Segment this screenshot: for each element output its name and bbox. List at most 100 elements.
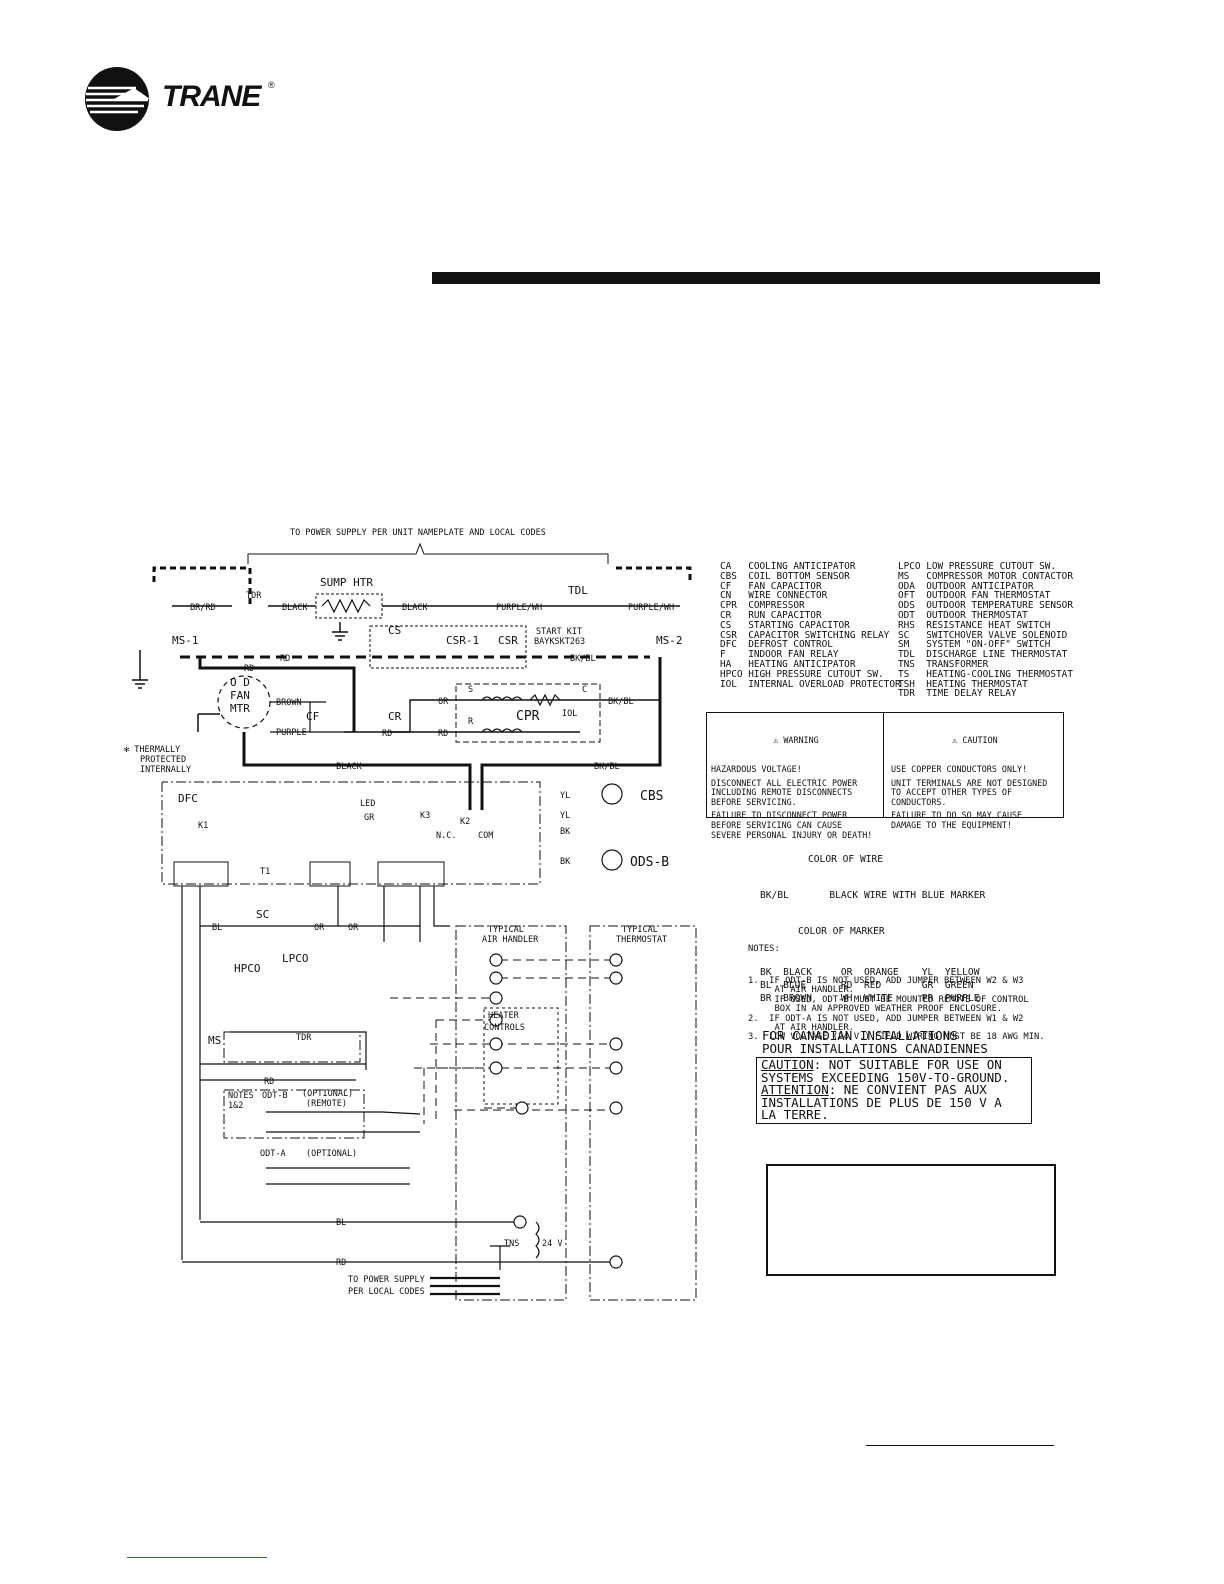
svg-text:FAN: FAN xyxy=(230,689,250,702)
notice-line: TO ACCEPT OTHER TYPES OF xyxy=(891,787,1013,798)
abbreviation-legend-right: LPCO LOW PRESSURE CUTOUT SW.MS COMPRESSO… xyxy=(898,562,1073,699)
notice-line: CONDUCTORS. xyxy=(891,796,947,807)
svg-text:BK: BK xyxy=(560,827,571,837)
svg-text:OR: OR xyxy=(348,923,359,933)
canadian-installations: FOR CANADIAN INSTALLATIONS POUR INSTALLA… xyxy=(756,1029,1052,1124)
svg-text:YL: YL xyxy=(560,811,570,821)
svg-text:TYPICAL: TYPICAL xyxy=(622,925,658,935)
footer-rule-right xyxy=(866,1445,1054,1446)
legend-item: HA HEATING ANTICIPATOR xyxy=(720,658,856,670)
dfc-label: DFC xyxy=(178,792,198,805)
warning-panel: ⚠ WARNING HAZARDOUS VOLTAGE!DISCONNECT A… xyxy=(711,717,881,859)
legend-item: SC SWITCHOVER VALVE SOLENOID xyxy=(898,629,1068,641)
svg-text:HEATER: HEATER xyxy=(488,1011,520,1021)
svg-text:MS: MS xyxy=(208,1034,221,1047)
legend-item: ODT OUTDOOR THERMOSTAT xyxy=(898,609,1028,621)
warning-icon: ⚠ xyxy=(773,735,779,746)
notice-line: BEFORE SERVICING. xyxy=(711,796,797,807)
registered-mark: ® xyxy=(268,80,275,90)
svg-text:BLACK: BLACK xyxy=(402,603,428,613)
svg-text:CR: CR xyxy=(388,710,402,723)
wire-color-key: COLOR OF WIRE BK/BL BLACK WIRE WITH BLUE… xyxy=(760,830,1060,1017)
note-item: 3. LOW VOLTAGE (24 V.) FIELD WIRING MUST… xyxy=(748,1032,1045,1043)
cbs-label: CBS xyxy=(640,789,663,804)
svg-text:(OPTIONAL): (OPTIONAL) xyxy=(302,1089,353,1099)
svg-text:START KIT: START KIT xyxy=(536,627,582,637)
svg-text:C: C xyxy=(582,685,587,695)
trane-globe-icon xyxy=(85,67,150,131)
svg-text:OR: OR xyxy=(438,697,449,707)
svg-text:RD: RD xyxy=(438,729,448,739)
svg-text:PURPLE: PURPLE xyxy=(276,728,307,738)
svg-text:BK: BK xyxy=(560,857,571,867)
svg-text:✻ THERMALLY: ✻ THERMALLY xyxy=(124,745,180,755)
svg-text:THERMOSTAT: THERMOSTAT xyxy=(616,935,667,945)
wiring-diagram: TO POWER SUPPLY PER UNIT NAMEPLATE AND L… xyxy=(124,528,697,1301)
svg-text:1&2: 1&2 xyxy=(228,1101,243,1111)
ms1-label: MS-1 xyxy=(172,634,199,647)
svg-text:PROTECTED: PROTECTED xyxy=(140,755,186,765)
legend-item: CBS COIL BOTTOM SENSOR xyxy=(720,570,850,582)
svg-text:K2: K2 xyxy=(460,817,470,827)
legend-item: TS HEATING-COOLING THERMOSTAT xyxy=(898,668,1073,680)
warning-caution-box: ⚠ WARNING HAZARDOUS VOLTAGE!DISCONNECT A… xyxy=(706,712,1064,839)
legend-item: DFC DEFROST CONTROL xyxy=(720,639,833,651)
sump-htr-label: SUMP HTR xyxy=(320,576,373,589)
svg-text:BLACK: BLACK xyxy=(336,762,362,772)
svg-text:BK/BL: BK/BL xyxy=(608,697,634,707)
legend-item: ODS OUTDOOR TEMPERATURE SENSOR xyxy=(898,600,1073,612)
svg-text:PURPLE/WH: PURPLE/WH xyxy=(496,603,542,613)
svg-text:LED: LED xyxy=(360,799,375,809)
ms2-label: MS-2 xyxy=(656,634,683,647)
notice-line: FAILURE TO DO SO MAY CAUSE xyxy=(891,810,1023,821)
svg-text:SC: SC xyxy=(256,908,269,921)
svg-text:BK/BL: BK/BL xyxy=(594,762,620,772)
svg-text:RD: RD xyxy=(264,1077,274,1087)
svg-text:(REMOTE): (REMOTE) xyxy=(306,1099,347,1109)
footer-rule-left xyxy=(127,1557,267,1558)
notice-line: DAMAGE TO THE EQUIPMENT! xyxy=(891,819,1013,830)
svg-text:TDR: TDR xyxy=(296,1033,312,1043)
svg-text:S: S xyxy=(468,685,473,695)
svg-text:R: R xyxy=(468,717,474,727)
notice-line: INCLUDING REMOTE DISCONNECTS xyxy=(711,787,853,798)
legend-item: OFT OUTDOOR FAN THERMOSTAT xyxy=(898,590,1051,602)
legend-item: F INDOOR FAN RELAY xyxy=(720,649,839,661)
notice-line: BEFORE SERVICING CAN CAUSE xyxy=(711,819,843,830)
svg-text:YL: YL xyxy=(560,791,570,801)
legend-item: CS STARTING CAPACITOR xyxy=(720,619,850,631)
svg-text:CSR-1: CSR-1 xyxy=(446,634,479,647)
svg-text:INTERNALLY: INTERNALLY xyxy=(140,765,191,775)
svg-text:N.C.: N.C. xyxy=(436,831,456,841)
legend-item: TNS TRANSFORMER xyxy=(898,658,989,670)
svg-text:OR: OR xyxy=(314,923,325,933)
notes-section: NOTES: 1. IF ODT-B IS NOT USED, ADD JUMP… xyxy=(748,926,1058,1052)
legend-item: CA COOLING ANTICIPATOR xyxy=(720,561,856,572)
svg-text:LPCO: LPCO xyxy=(282,952,309,965)
svg-text:K3: K3 xyxy=(420,811,430,821)
notice-line: HAZARDOUS VOLTAGE! xyxy=(711,763,802,774)
svg-text:BL: BL xyxy=(336,1218,346,1228)
wire-color-row: BR BROWN WH WHITE PR PURPLE xyxy=(760,993,980,1004)
svg-text:BK/BL: BK/BL xyxy=(570,654,596,664)
svg-text:HPCO: HPCO xyxy=(234,962,261,975)
svg-text:TDR: TDR xyxy=(246,591,262,601)
legend-item: IOL INTERNAL OVERLOAD PROTECTOR xyxy=(720,678,901,690)
svg-text:RD: RD xyxy=(382,729,392,739)
legend-item: CR RUN CAPACITOR xyxy=(720,609,822,621)
svg-text:CONTROLS: CONTROLS xyxy=(484,1023,525,1033)
notice-line: SEVERE PERSONAL INJURY OR DEATH! xyxy=(711,829,873,840)
svg-text:BLACK: BLACK xyxy=(282,603,308,613)
svg-text:IOL: IOL xyxy=(562,709,577,719)
svg-text:BROWN: BROWN xyxy=(276,698,302,708)
legend-item: TDL DISCHARGE LINE THERMOSTAT xyxy=(898,649,1068,661)
svg-text:GR: GR xyxy=(364,813,375,823)
svg-text:RD: RD xyxy=(244,664,254,674)
canada-caution-box: CAUTION: NOT SUITABLE FOR USE ON SYSTEMS… xyxy=(756,1057,1032,1124)
svg-text:CS: CS xyxy=(388,624,401,637)
brand-logo: TRANE ® xyxy=(84,66,284,132)
note-item: 1. IF ODT-B IS NOT USED, ADD JUMPER BETW… xyxy=(748,976,1029,1015)
svg-text:TYPICAL: TYPICAL xyxy=(488,925,524,935)
svg-text:ODT-B: ODT-B xyxy=(262,1091,288,1101)
legend-item: HPCO HIGH PRESSURE CUTOUT SW. xyxy=(720,668,884,680)
